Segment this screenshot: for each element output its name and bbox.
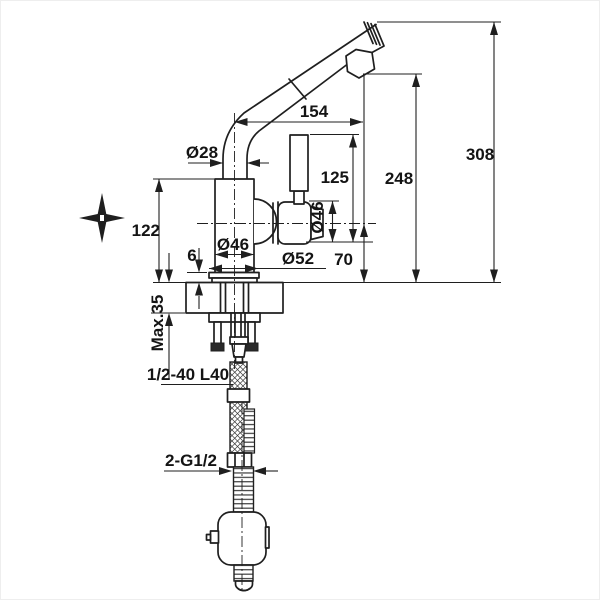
hose-weight bbox=[205, 511, 270, 566]
ribbed-hose-upper bbox=[232, 466, 255, 513]
dim-label-o52: Ø52 bbox=[282, 249, 314, 268]
dim-label-6: 6 bbox=[187, 246, 196, 265]
dim-label-122: 122 bbox=[132, 221, 160, 240]
dim-label-125: 125 bbox=[321, 168, 349, 187]
dim-label-body-o46: Ø46 bbox=[217, 235, 249, 254]
dim-label-valve-o46: Ø46 bbox=[308, 201, 327, 233]
dim-spout-diameter: Ø28 bbox=[186, 143, 269, 167]
dim-spout-reach: 154 bbox=[234, 102, 363, 126]
handle-lever bbox=[289, 134, 309, 205]
callout-hose-fitting: 1/2-40 L40 bbox=[147, 365, 233, 386]
dim-handle-height: 125 bbox=[306, 133, 373, 243]
faucet-figure bbox=[185, 21, 385, 592]
center-lines bbox=[197, 113, 376, 593]
registration-mark-icon bbox=[79, 193, 125, 243]
base-flange bbox=[208, 271, 260, 284]
dim-label-248: 248 bbox=[385, 169, 413, 188]
dim-deck-thickness: Max.35 bbox=[148, 253, 185, 379]
dim-body-height: 122 bbox=[132, 178, 215, 283]
callout-supply-connections: 2-G1/2 bbox=[164, 451, 278, 475]
dim-base-diameter: Ø52 bbox=[209, 249, 326, 273]
dim-valve-diameter: Ø46 bbox=[308, 200, 339, 242]
dim-label-70: 70 bbox=[334, 250, 353, 269]
side-valve bbox=[253, 198, 324, 245]
dim-label-max35: Max.35 bbox=[148, 295, 167, 352]
dim-base-ring: 6 bbox=[187, 246, 207, 309]
dim-body-diameter: Ø46 bbox=[215, 235, 254, 259]
connection-nut bbox=[226, 452, 253, 468]
ribbed-hose-end bbox=[233, 564, 254, 592]
label-supply-connections: 2-G1/2 bbox=[165, 451, 217, 470]
spray-head bbox=[345, 48, 376, 79]
braided-hose bbox=[226, 361, 256, 454]
spout-tube bbox=[222, 21, 385, 182]
label-hose-fitting: 1/2-40 L40 bbox=[147, 365, 229, 384]
dim-spout-tip-height: 248 bbox=[363, 73, 422, 283]
dim-overall-height: 308 bbox=[377, 21, 501, 283]
dim-label-o28: Ø28 bbox=[186, 143, 218, 162]
dim-valve-center-height: 70 bbox=[334, 74, 368, 283]
dim-label-308: 308 bbox=[466, 145, 494, 164]
dim-label-154: 154 bbox=[300, 102, 329, 121]
